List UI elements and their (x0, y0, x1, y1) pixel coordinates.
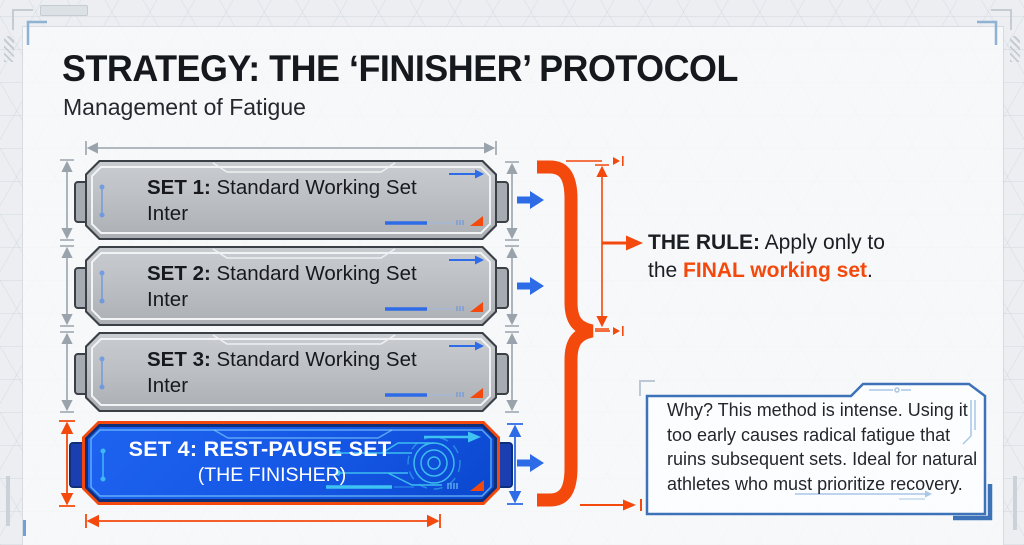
right-arrow-icon (449, 169, 484, 179)
set-label: SET 2: (147, 262, 211, 285)
note-line: athletes who must prioritize recovery. (667, 473, 963, 494)
note-frame-icon (639, 380, 993, 521)
connector-icon (99, 270, 105, 304)
serial-marks-icon (456, 306, 464, 311)
rule-body: Apply only to the (648, 231, 885, 282)
connector-icon (99, 184, 105, 218)
set-card-4-finisher: SET 4: REST-PAUSE SET (THE FINISHER) (82, 421, 500, 505)
set-text: SET 3: Standard Working Set Inter (147, 347, 417, 399)
circuit-decoration-icon (90, 429, 492, 497)
set-card-2: SET 2: Standard Working Set Inter (85, 246, 497, 326)
set-name: Standard Working Set (210, 262, 417, 285)
frame-tab (40, 5, 88, 16)
connector-icon (100, 448, 106, 482)
hud-decoration-icon (91, 248, 491, 320)
hatch-block-right (1010, 36, 1020, 62)
set-text: SET 2: Standard Working Set Inter (147, 261, 417, 313)
edge-strip-right (1013, 476, 1017, 530)
hud-decoration-icon (91, 334, 491, 406)
note-line: ruins subsequent sets. Ideal for natural (667, 449, 978, 470)
set-text: SET 4: REST-PAUSE SET (THE FINISHER) (110, 436, 410, 488)
corner-triangle-icon (470, 302, 483, 312)
set-name: Standard Working Set (210, 176, 417, 199)
rule-suffix: . (867, 259, 873, 282)
set-text: SET 1: Standard Working Set Inter (147, 175, 417, 227)
edge-strip-left (6, 476, 10, 526)
rule-callout: THE RULE: Apply only to the FINAL workin… (648, 229, 902, 285)
set-label: SET 4: REST-PAUSE SET (128, 437, 392, 461)
connector-icon (99, 356, 105, 390)
corner-triangle-icon (470, 388, 483, 398)
rule-label: THE RULE: (648, 231, 760, 254)
set-detail: (THE FINISHER) (197, 464, 347, 486)
set-name: Standard Working Set (210, 348, 417, 371)
set-label: SET 1: (147, 176, 211, 199)
set-card-1: SET 1: Standard Working Set Inter (85, 160, 497, 240)
note-outer-bracket-icon (639, 380, 655, 396)
note-underline-icon (795, 490, 932, 500)
set-detail: Inter (147, 288, 189, 311)
corner-triangle-icon (470, 480, 484, 491)
hud-decoration-icon (91, 162, 491, 234)
note-text: Why? This method is intense. Using it to… (667, 398, 977, 496)
hatch-block-left (4, 36, 14, 62)
page-title: STRATEGY: THE ‘FINISHER’ PROTOCOL (62, 48, 738, 89)
note-line: Why? This method is intense. Using it (667, 400, 968, 420)
set-label: SET 3: (147, 348, 211, 371)
note-corner-accent-icon (953, 484, 993, 521)
set-detail: Inter (147, 202, 189, 225)
note-line: too early causes radical fatigue that (667, 424, 951, 445)
right-arrow-icon (449, 341, 484, 351)
serial-marks-icon (456, 220, 464, 225)
serial-marks-icon (456, 392, 464, 397)
serial-marks-icon (447, 483, 458, 489)
rule-highlight: FINAL working set (683, 259, 867, 282)
page-subtitle: Management of Fatigue (63, 94, 306, 120)
right-arrow-icon (424, 431, 481, 443)
corner-triangle-icon (470, 216, 483, 226)
right-arrow-icon (449, 255, 484, 265)
note-panel: Why? This method is intense. Using it to… (637, 372, 999, 522)
target-circles-icon (335, 436, 461, 490)
set-card-3: SET 3: Standard Working Set Inter (85, 332, 497, 412)
set-detail: Inter (147, 374, 189, 397)
edge-tick (23, 520, 26, 536)
note-circuit-icon (869, 387, 976, 445)
